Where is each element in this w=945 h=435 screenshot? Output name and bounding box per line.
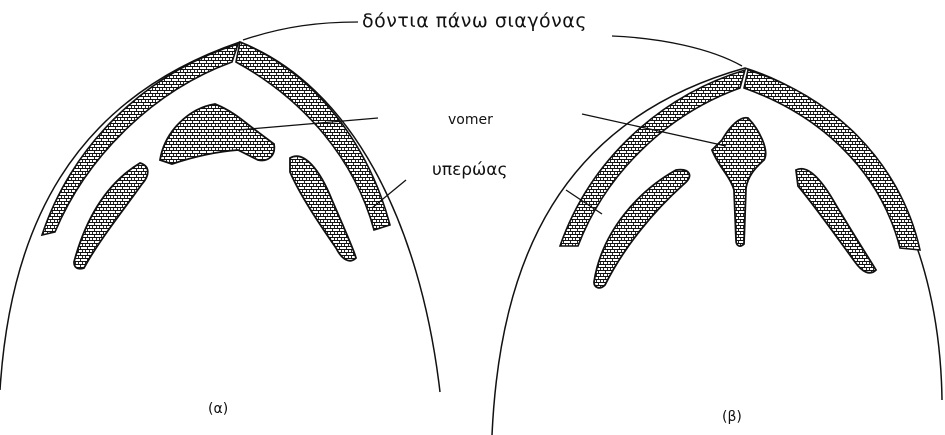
caption-a: (α) <box>208 401 228 417</box>
palatine-right-b <box>796 169 876 273</box>
vomer-a <box>160 104 274 164</box>
palatine-right-a <box>290 156 356 261</box>
upper-jaw-teeth-label: δόντια πάνω σιαγόνας <box>362 10 587 32</box>
vomer-label: vomer <box>448 112 493 128</box>
palatine-left-a <box>74 163 148 269</box>
caption-b: (β) <box>722 409 742 425</box>
skull-outline-b <box>492 68 942 435</box>
palatine-label: υπερώας <box>432 160 507 180</box>
vomer-b <box>712 118 766 246</box>
